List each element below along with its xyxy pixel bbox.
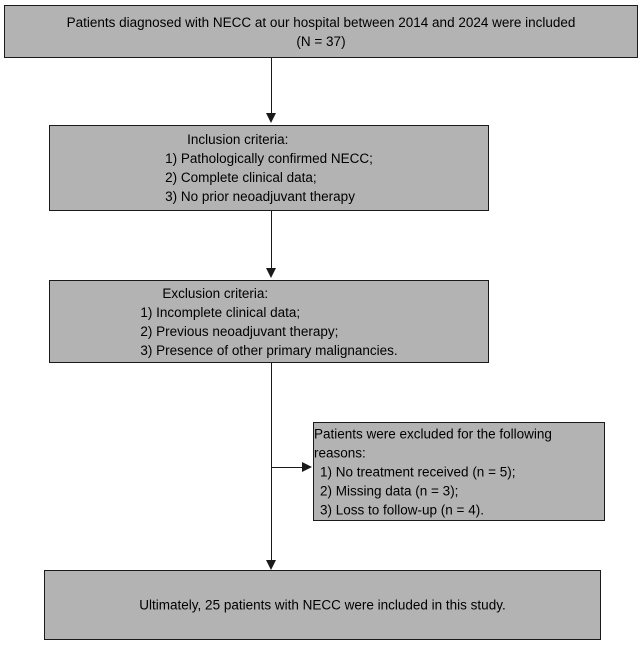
node-inclusion-criteria-item-2: 2) Complete clinical data; [165, 170, 317, 185]
connector-exclusion-to-final [270, 363, 273, 568]
node-exclusion-criteria-heading: Exclusion criteria: [162, 285, 269, 301]
node-inclusion-criteria-heading: Inclusion criteria: [187, 132, 289, 147]
node-final-cohort: Ultimately, 25 patients with NECC were i… [44, 570, 601, 640]
node-exclusion-criteria-list: Exclusion criteria: 1) Incomplete clinic… [140, 284, 397, 360]
node-excluded-reasons-item-2: 2) Missing data (n = 3); [320, 483, 459, 498]
node-exclusion-criteria: Exclusion criteria: 1) Incomplete clinic… [49, 280, 489, 363]
node-enrollment-text: Patients diagnosed with NECC at our hosp… [5, 13, 637, 51]
node-enrollment: Patients diagnosed with NECC at our hosp… [4, 5, 638, 58]
node-inclusion-criteria-item-1: 1) Pathologically confirmed NECC; [165, 151, 373, 166]
connector-inclusion-to-exclusion [270, 211, 273, 270]
node-excluded-reasons-text: Patients were excluded for the following… [314, 424, 604, 519]
arrowhead-exclusion-to-final [266, 560, 277, 570]
node-excluded-reasons-item-3: 3) Loss to follow-up (n = 4). [320, 502, 484, 517]
node-exclusion-criteria-item-1: 1) Incomplete clinical data; [140, 304, 301, 320]
arrowhead-inclusion-to-exclusion [266, 268, 277, 278]
node-excluded-reasons-item-1: 1) No treatment received (n = 5); [320, 464, 516, 479]
node-exclusion-criteria-item-3: 3) Presence of other primary malignancie… [140, 342, 398, 358]
node-enrollment-line1: Patients diagnosed with NECC at our hosp… [66, 14, 576, 30]
arrowhead-enrollment-to-inclusion [266, 113, 277, 123]
connector-branch-to-excluded-reasons [271, 466, 303, 469]
node-enrollment-line2: (N = 37) [296, 33, 346, 49]
node-excluded-reasons-list: Patients were excluded for the following… [314, 424, 604, 519]
arrowhead-branch-to-excluded-reasons [302, 462, 312, 473]
node-inclusion-criteria-item-3: 3) No prior neoadjuvant therapy [165, 189, 355, 204]
node-inclusion-criteria-text: Inclusion criteria: 1) Pathologically co… [50, 130, 488, 206]
node-inclusion-criteria: Inclusion criteria: 1) Pathologically co… [49, 125, 489, 211]
node-final-cohort-text: Ultimately, 25 patients with NECC were i… [139, 597, 506, 613]
node-inclusion-criteria-list: Inclusion criteria: 1) Pathologically co… [165, 130, 373, 206]
node-excluded-reasons: Patients were excluded for the following… [313, 422, 605, 521]
node-exclusion-criteria-item-2: 2) Previous neoadjuvant therapy; [140, 323, 339, 339]
node-excluded-reasons-heading: Patients were excluded for the following… [314, 426, 552, 460]
connector-enrollment-to-inclusion [270, 58, 273, 115]
node-exclusion-criteria-text: Exclusion criteria: 1) Incomplete clinic… [50, 284, 488, 360]
